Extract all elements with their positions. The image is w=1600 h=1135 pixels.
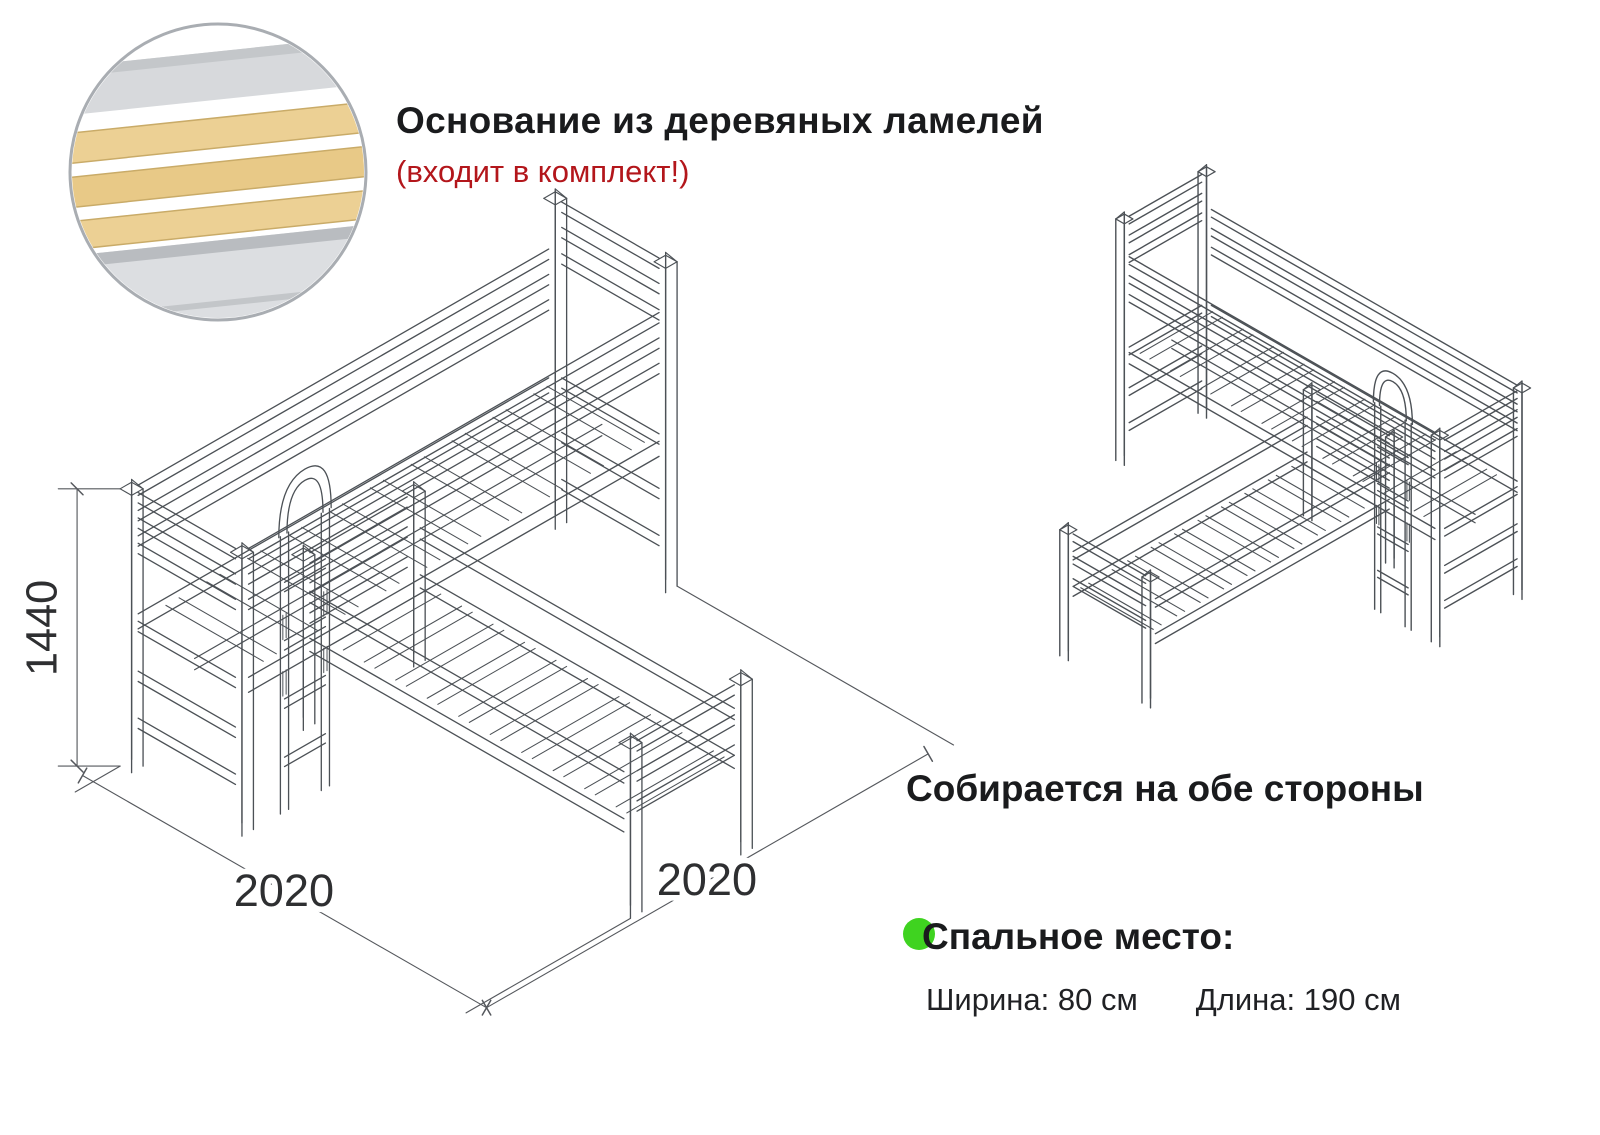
corner-bed-drawing-left xyxy=(119,188,753,920)
right-width-dimension-label: 2020 xyxy=(657,854,757,905)
included-note: (входит в комплект!) xyxy=(396,154,690,189)
inset-photo-content xyxy=(72,30,364,318)
slat-base-title: Основание из деревяных ламелей xyxy=(396,100,1044,141)
left-diagram: 1440 2020 2020 xyxy=(18,188,955,1016)
both-sides-caption: Собирается на обе стороны xyxy=(906,768,1424,809)
corner-bed-drawing-right xyxy=(1059,164,1532,709)
slat-base-inset-photo xyxy=(68,22,368,322)
green-bullet xyxy=(903,918,935,950)
sleeping-area-dimensions: Ширина: 80 см Длина: 190 см xyxy=(926,982,1401,1018)
left-width-dimension-label: 2020 xyxy=(234,865,334,916)
sleeping-width-value: Ширина: 80 см xyxy=(926,982,1138,1017)
sleeping-length-value: Длина: 190 см xyxy=(1195,982,1401,1017)
height-dimension-label: 1440 xyxy=(18,580,66,676)
dimension-lines xyxy=(57,482,955,1016)
sleeping-area-title: Спальное место: xyxy=(922,916,1235,957)
